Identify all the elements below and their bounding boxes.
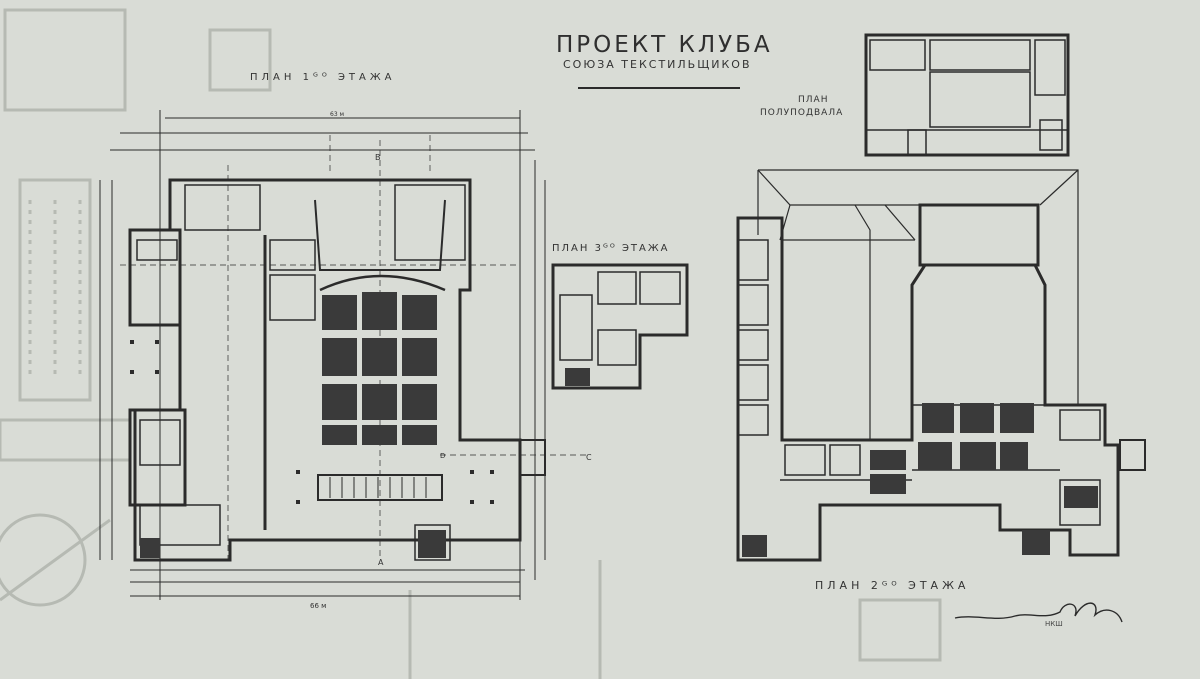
plan-label-third-floor: ПЛАН 3ᴳᴼ ЭТАЖА bbox=[552, 243, 670, 254]
dim-top-width: 63 м bbox=[330, 111, 344, 118]
cloakroom-rack-hatch bbox=[329, 477, 427, 498]
drawing-title: ПРОЕКТ КЛУБА bbox=[556, 32, 773, 58]
architect-signature bbox=[954, 602, 1123, 623]
stair-se bbox=[418, 530, 446, 558]
balcony-seating bbox=[870, 403, 1098, 508]
columns bbox=[130, 340, 494, 504]
signature-note: НКШ bbox=[1045, 620, 1063, 628]
axis-letter-d: D bbox=[440, 452, 445, 460]
third-floor-plan bbox=[551, 263, 689, 390]
stair-2f-se bbox=[1022, 530, 1050, 555]
seating bbox=[322, 292, 437, 445]
dimension-lines bbox=[99, 110, 546, 600]
partitions bbox=[136, 184, 466, 561]
basement-plan bbox=[864, 33, 1070, 157]
stair-2f-e bbox=[1119, 439, 1146, 471]
dim-overall-width: 66 м bbox=[310, 602, 326, 610]
plan-label-first-floor: ПЛАН 1ᴳᴼ ЭТАЖА bbox=[250, 72, 396, 83]
plan-label-second-floor: ПЛАН 2ᴳᴼ ЭТАЖА bbox=[815, 579, 970, 592]
stair-e bbox=[519, 439, 546, 476]
plan-label-basement-line1: ПЛАН bbox=[798, 95, 829, 105]
stair-sw bbox=[140, 538, 160, 558]
cloakroom-rack bbox=[317, 474, 443, 501]
background-blueprint bbox=[0, 8, 942, 679]
first-floor-plan bbox=[99, 110, 590, 600]
stair-2f-sw bbox=[742, 535, 767, 557]
plan-label-basement-line2: ПОЛУПОДВАЛА bbox=[760, 108, 844, 118]
roof-outline bbox=[757, 169, 1079, 440]
axis-letter-c: C bbox=[586, 453, 592, 462]
auditorium-front-curve bbox=[319, 274, 446, 292]
axis-letter-b: A bbox=[378, 558, 384, 567]
second-floor-plan bbox=[736, 169, 1146, 562]
axis-letter-a: B bbox=[375, 153, 381, 162]
drawing-subtitle: СОЮЗА ТЕКСТИЛЬЩИКОВ bbox=[563, 58, 752, 71]
